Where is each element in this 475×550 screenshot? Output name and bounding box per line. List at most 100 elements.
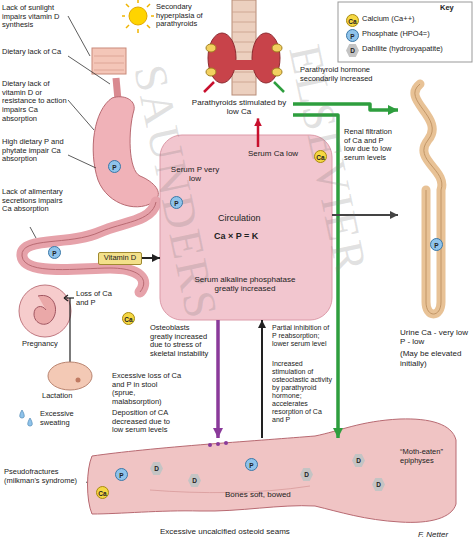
phosphate-symbol: P (430, 238, 443, 251)
callout-label: Osteoblasts greatly increased due to str… (150, 324, 210, 359)
node-text: Urine Ca - very low P - low (400, 328, 470, 346)
sun (151, 15, 154, 17)
node-text: Circulation (218, 213, 261, 223)
sun (122, 0, 154, 33)
kidney-tubule (415, 84, 442, 314)
node-text: Ca × P = K (214, 231, 258, 241)
calcium-symbol: Ca (314, 150, 327, 163)
sun (126, 4, 129, 7)
calcium-symbol: Ca (96, 486, 109, 499)
sun (147, 25, 150, 28)
thyroid-gland (206, 44, 216, 52)
bone (88, 419, 457, 522)
calcium-symbol: Ca (122, 312, 135, 325)
callout-label: Deposition of CA decreased due to low se… (112, 409, 182, 435)
dahllite-symbol: D (372, 478, 385, 491)
breast-figure (48, 362, 92, 390)
serum-value: Serum P very low (166, 163, 224, 185)
sweat-drop (28, 418, 33, 426)
skin-patch (92, 48, 126, 74)
sun (122, 15, 125, 17)
leader-line (30, 227, 36, 238)
node-text: Serum Ca low (240, 149, 306, 158)
thyroid-gland (232, 0, 256, 95)
node-text: (May be elevated initially) (400, 349, 470, 367)
callout-label: Increased stimulation of osteoclastic ac… (272, 360, 332, 424)
node-text: Serum P very low (168, 165, 222, 183)
callout-label: Renal filtration of Ca and P low due to … (344, 128, 396, 163)
kidney-tubule (415, 84, 442, 314)
pregnancy-figure (34, 295, 56, 324)
leader-line (68, 56, 110, 84)
callout-label: Excessive loss of Ca and P in stool (spr… (112, 372, 182, 407)
dahllite-symbol: D (346, 44, 359, 57)
serum-value: Serum alkaline phosphatase greatly incre… (190, 273, 300, 295)
skin-patch (94, 56, 124, 70)
vitamin-d-tag: Vitamin D (98, 252, 142, 265)
phosphate-symbol: P (245, 458, 258, 471)
thyroid-gland (204, 0, 284, 95)
circulation-box: Circulation Ca × P = K Serum Ca lowSerum P… (160, 135, 332, 320)
thyroid-gland (228, 60, 260, 70)
phosphate-symbol: P (48, 246, 61, 259)
thyroid-gland (204, 82, 214, 92)
sun (122, 0, 154, 33)
signature: F. Netter (418, 530, 470, 539)
leader-line (68, 100, 94, 130)
key-box (338, 2, 472, 62)
loss-arrows (64, 295, 68, 301)
callout-label: Parathyroid hormone secondarily increase… (300, 66, 388, 83)
phosphate-symbol: P (108, 160, 121, 173)
sweat-drop (20, 410, 33, 426)
node-text: Parathyroids stimulated by low Ca (187, 98, 291, 116)
bone (88, 419, 457, 522)
legend-text: Phosphate (HPO4=) (362, 30, 470, 39)
thyroid-gland (206, 68, 216, 76)
serum-value: Serum Ca low (238, 147, 308, 160)
leader-line (68, 155, 96, 168)
callout-label: Lack of sunlight impairs vitamin D synth… (2, 4, 68, 30)
callout-label: High dietary P and phytate impair Ca abs… (2, 138, 68, 164)
legend-text: Calcium (Ca++) (362, 15, 470, 24)
connector-arrow (257, 118, 260, 147)
dahllite-symbol: D (188, 474, 201, 487)
breast-figure (48, 362, 92, 390)
dahllite-symbol: D (352, 454, 365, 467)
callout-label: Excessive uncalcified osteoid seams (160, 527, 380, 536)
callout-label: Key (440, 4, 470, 13)
loss-arrows (64, 295, 74, 372)
sun (137, 0, 139, 3)
node-text: Serum alkaline phosphatase greatly incre… (192, 275, 298, 293)
phosphate-symbol: P (115, 468, 128, 481)
callout-label: Lactation (42, 392, 92, 401)
dahllite-symbol: D (150, 462, 163, 475)
connector-arrow (142, 257, 160, 259)
callout-label: Pseudofractures (milkman's syndrome) (4, 468, 86, 485)
bone (208, 443, 212, 447)
loss-arrows (69, 298, 70, 372)
intestine (22, 202, 156, 292)
legend-text: Dahllite (hydroxyapatite) (362, 45, 470, 54)
callout-label: Lack of alimentary secretions impairs Ca… (2, 188, 68, 214)
callout-label: Excessive sweating (40, 410, 100, 427)
pregnancy-figure (19, 285, 71, 337)
callout-label: Pregnancy (22, 340, 82, 349)
node-text: Vitamin D (101, 254, 139, 263)
key-box (338, 2, 472, 62)
sun (129, 7, 147, 25)
callout-label: Dietary lack of Ca (2, 48, 68, 57)
sweat-drop (20, 410, 25, 418)
kidney-tubule (415, 84, 442, 314)
callout-label: Partial inhibition of P reabsorption; lo… (272, 324, 332, 348)
callout-label: “Moth-eaten” epiphyses (400, 448, 452, 465)
phosphate-symbol: P (170, 196, 183, 209)
leader-line (68, 16, 90, 56)
pregnancy-figure (19, 285, 71, 337)
bone-shape: Bones soft, bowed (90, 438, 455, 520)
connector-arrow (261, 320, 263, 438)
callout-label: Dietary lack of vitamin D or resistance … (2, 80, 68, 123)
parathyroid-label: Parathyroids stimulated by low Ca (185, 96, 293, 118)
node-text: Bones soft, bowed (225, 490, 291, 499)
sun (126, 25, 129, 28)
